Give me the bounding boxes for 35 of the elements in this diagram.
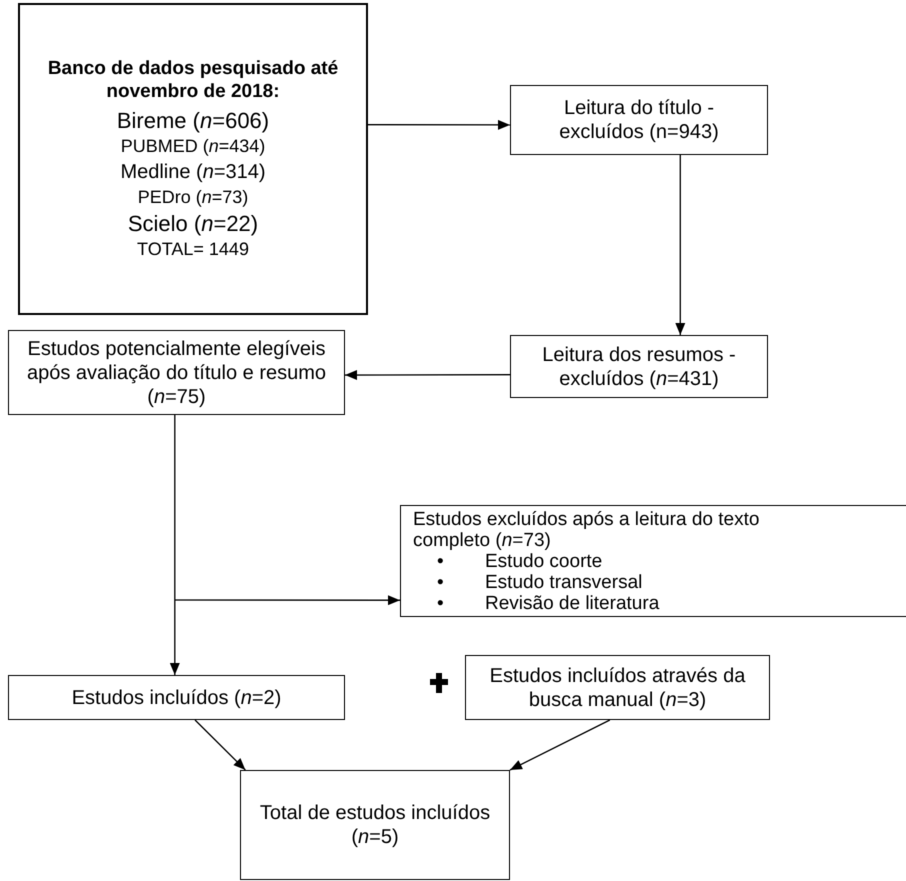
bullet: •: [437, 550, 445, 572]
process-box: [8, 675, 345, 720]
box-text: Total de estudos incluídos (n=5): [258, 801, 492, 849]
box-text: Medline (n=314): [120, 160, 266, 184]
box-text: Leitura do título - excluídos (n=943): [558, 96, 720, 144]
arrow: [175, 595, 400, 606]
arrow: [170, 415, 180, 675]
arrow: [345, 370, 510, 380]
process-box: [510, 85, 768, 155]
arrow: [510, 719, 610, 771]
process-box: [8, 330, 345, 415]
box-text: Estudos potencialmente elegíveis após avaliação do título e resumo (n=75): [26, 336, 328, 408]
arrow: [194, 720, 246, 770]
arrow: [368, 120, 510, 130]
arrow: [675, 155, 686, 335]
box-text: Leitura dos resumos - excluídos (n=431): [541, 342, 737, 390]
bullet: •: [437, 592, 445, 614]
process-box: [510, 335, 768, 398]
box-text: Estudos incluídos (n=2): [72, 686, 282, 710]
list-item: Revisão de literatura: [485, 592, 660, 614]
box-text: Bireme (n=606): [116, 106, 270, 134]
bullet: •: [437, 572, 445, 592]
box-heading: Estudos excluídos após a leitura do texto completo (n=73): [413, 508, 760, 550]
box-text: Scielo (n=22): [128, 210, 258, 236]
process-box: [240, 770, 510, 880]
box-text: TOTAL= 1449: [137, 238, 249, 260]
box-text: Estudos incluídos através da busca manual (n=3): [488, 664, 746, 712]
process-box: [465, 655, 770, 720]
process-box: [18, 3, 368, 315]
process-box: [400, 505, 906, 617]
list-item: Estudo coorte: [485, 550, 602, 572]
box-heading: Banco de dados pesquisado até novembro de 2018:: [46, 56, 340, 102]
box-text: PEDro (n=73): [138, 186, 248, 209]
list-item: Estudo transversal: [485, 572, 642, 592]
box-text: PUBMED (n=434): [120, 134, 266, 158]
